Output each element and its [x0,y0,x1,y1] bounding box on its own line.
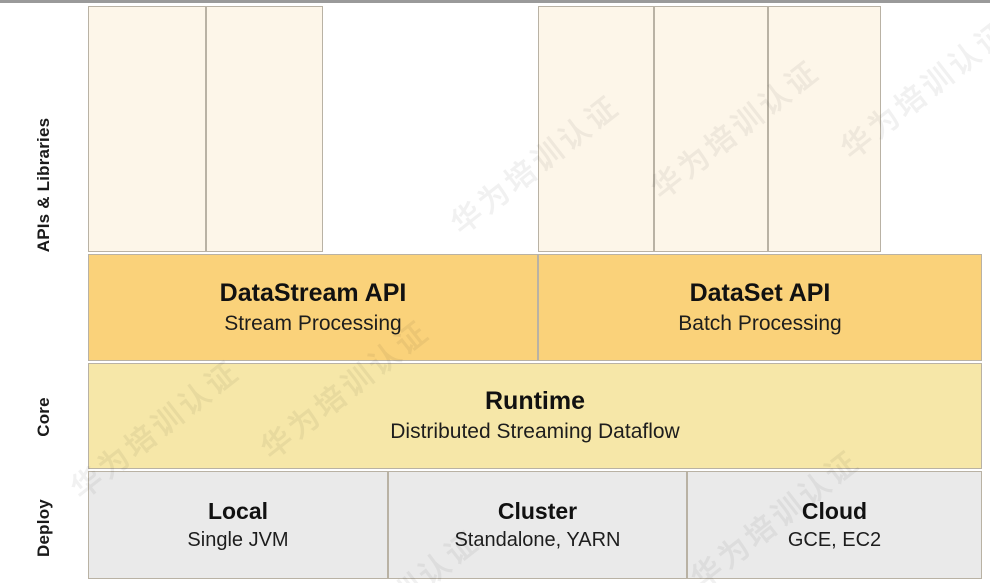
rail-label-core: Core [34,396,53,437]
core-runtime-title: Runtime [485,387,585,416]
core-runtime[interactable]: Runtime Distributed Streaming Dataflow [88,363,982,469]
rail-apis-libraries: APIs & Libraries [0,6,88,363]
api-datastream-title: DataStream API [219,278,407,307]
api-dataset-subtitle: Batch Processing [678,311,842,335]
deploy-local-title: Local [207,497,269,524]
library-cell-cep-text: CEP Event Processing [88,6,89,241]
deploy-cluster[interactable]: Cluster Standalone, YARN [388,471,687,579]
library-name-flinkml: FlinkML [538,162,539,241]
rail-core: Core [0,363,88,470]
deploy-local-subtitle: Single JVM [187,529,289,552]
api-datastream[interactable]: DataStream API Stream Processing [88,254,538,361]
deploy-cloud-subtitle: GCE, EC2 [787,529,882,552]
api-datastream-subtitle: Stream Processing [224,311,402,335]
core-runtime-subtitle: Distributed Streaming Dataflow [390,420,680,444]
deploy-cluster-subtitle: Standalone, YARN [454,529,621,552]
rail-deploy: Deploy [0,470,88,583]
library-cell-flinkml[interactable]: FlinkML Machine Learning [538,6,654,252]
library-desc-flinkml: Machine Learning [538,6,539,154]
library-desc-table-batch: Relational [768,95,769,180]
library-cell-cep[interactable]: CEP Event Processing [88,6,206,252]
library-cell-table-stream[interactable]: Table Relational [206,6,323,252]
library-cell-gelly[interactable]: Gelly Graph Processing [654,6,768,252]
deploy-cluster-title: Cluster [497,497,578,524]
api-dataset[interactable]: DataSet API Batch Processing [538,254,982,361]
api-dataset-title: DataSet API [689,278,831,307]
library-cell-table-batch[interactable]: Table Relational [768,6,881,252]
library-cell-table-batch-text: Table Relational [768,6,769,241]
library-desc-cep: Event Processing [88,42,89,190]
library-desc-table-stream: Relational [206,95,207,180]
rail-label-apis-libraries: APIs & Libraries [34,117,53,252]
deploy-cloud[interactable]: Cloud GCE, EC2 [687,471,982,579]
library-cell-flinkml-text: FlinkML Machine Learning [538,6,539,241]
library-name-gelly: Gelly [654,190,655,241]
deploy-cloud-title: Cloud [801,497,868,524]
library-name-table-stream: Table [206,188,207,241]
library-desc-gelly: Graph Processing [654,30,655,182]
deploy-local[interactable]: Local Single JVM [88,471,388,579]
library-name-table-batch: Table [768,188,769,241]
library-name-cep: CEP [88,198,89,241]
rail-label-deploy: Deploy [34,499,53,557]
library-cell-table-stream-text: Table Relational [206,6,207,241]
library-cell-gelly-text: Gelly Graph Processing [654,6,655,241]
